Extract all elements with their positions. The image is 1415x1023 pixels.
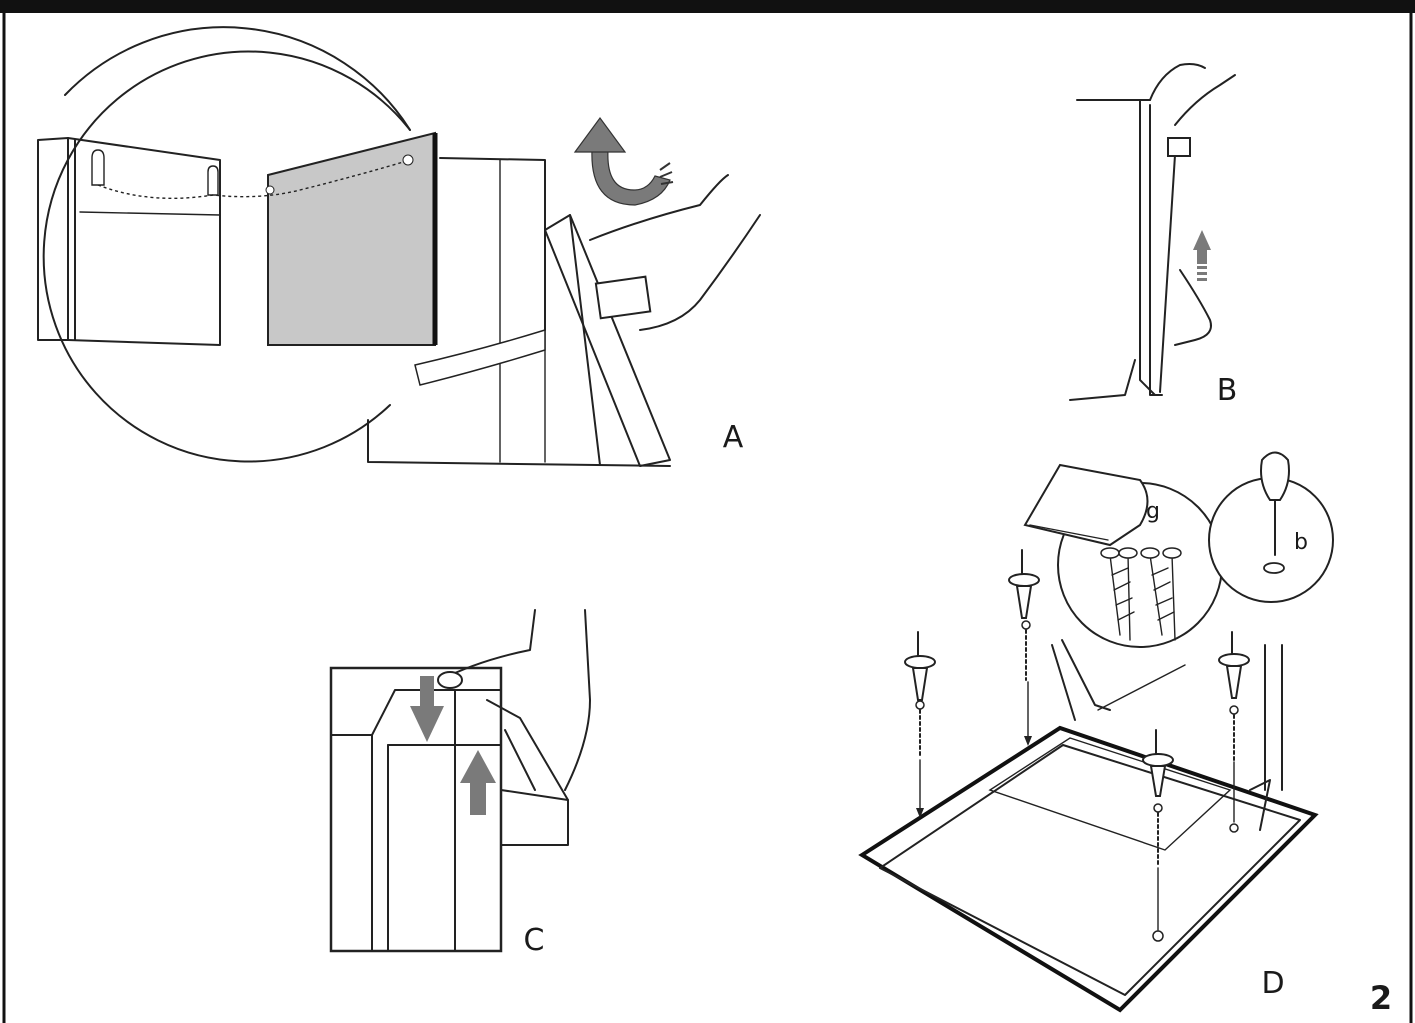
screw-right	[1218, 631, 1250, 833]
screw-left	[904, 631, 936, 818]
panel-d-illustration	[858, 451, 1334, 1013]
screw-middle	[1008, 549, 1040, 746]
panel-label-d: D	[1261, 966, 1284, 1001]
callout-label-g: g	[1146, 499, 1160, 524]
panel-label-a: A	[723, 420, 744, 455]
panel-c-illustration	[329, 609, 591, 953]
page-number: 2	[1370, 979, 1392, 1017]
panel-label-b: B	[1217, 373, 1238, 408]
panel-b-illustration	[1069, 63, 1236, 401]
callout-label-b: b	[1294, 530, 1308, 555]
panel-a-illustration	[37, 26, 761, 467]
screw-front	[1142, 729, 1174, 942]
panel-label-c: C	[524, 923, 545, 958]
